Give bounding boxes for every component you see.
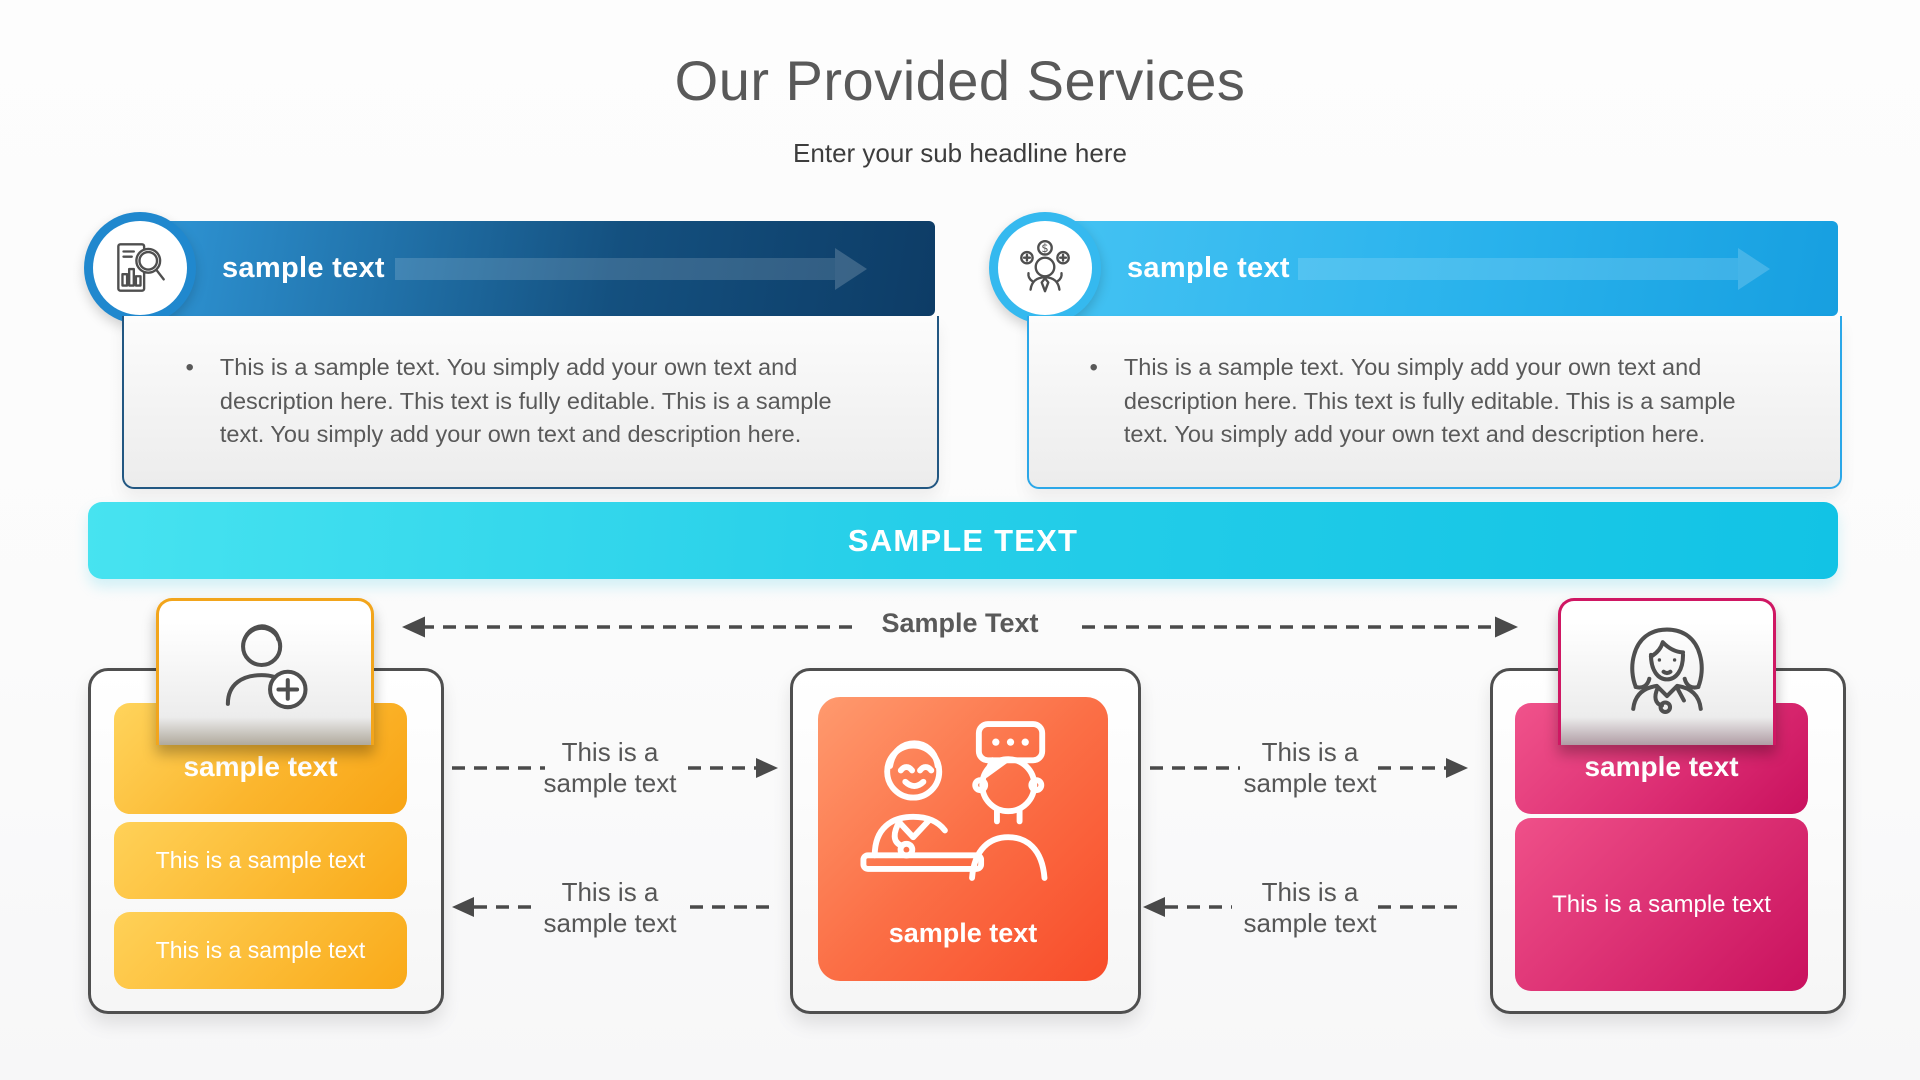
connector-label-right-bottom: This is a sample text <box>1243 877 1377 938</box>
page-subtitle: Enter your sub headline here <box>793 138 1127 168</box>
arrow-right-icon <box>1298 247 1770 290</box>
diagram-top-label: Sample Text <box>881 608 1039 638</box>
connector-label-left-bottom: This is a sample text <box>543 877 677 938</box>
card-right-title: sample text <box>1584 751 1739 782</box>
money-person-icon: $ <box>998 221 1092 315</box>
service-description-left: • This is a sample text. You simply add … <box>122 316 939 489</box>
service-description-right: • This is a sample text. You simply add … <box>1027 316 1842 489</box>
bullet-icon: • <box>1089 354 1098 382</box>
card-left-title: sample text <box>183 751 338 782</box>
card-center-panel: sample text <box>818 697 1108 981</box>
service-bar-right: sample text <box>1045 221 1838 316</box>
female-doctor-icon <box>1630 627 1704 714</box>
card-center-title: sample text <box>888 918 1038 948</box>
service-bar-left: sample text <box>140 221 935 316</box>
card-right-item: This is a sample text <box>1515 818 1808 991</box>
arrow-right-icon <box>395 247 867 290</box>
bullet-icon: • <box>185 354 194 382</box>
card-left-icon-tab <box>156 598 374 745</box>
card-left-item: This is a sample text <box>114 912 407 989</box>
sample-text-banner-label: SAMPLE TEXT <box>847 522 1079 558</box>
service-badge-left <box>84 212 196 324</box>
svg-text:$: $ <box>1041 241 1048 255</box>
page-title: Our Provided Services <box>674 49 1246 112</box>
service-description-left-text: This is a sample text. You simply add yo… <box>219 354 832 448</box>
add-patient-icon <box>225 624 308 710</box>
analysis-icon <box>93 221 187 315</box>
card-left-item: This is a sample text <box>114 822 407 899</box>
doctor-patient-icon <box>860 721 1048 881</box>
sample-text-banner: SAMPLE TEXT <box>88 502 1838 579</box>
service-bar-left-label: sample text <box>222 252 385 284</box>
service-description-right-text: This is a sample text. You simply add yo… <box>1123 354 1736 448</box>
connector-label-left-top: This is a sample text <box>543 737 677 798</box>
card-right-icon-tab <box>1558 598 1776 745</box>
service-bar-right-label: sample text <box>1127 252 1290 284</box>
service-badge-right: $ <box>989 212 1101 324</box>
connector-label-right-top: This is a sample text <box>1243 737 1377 798</box>
